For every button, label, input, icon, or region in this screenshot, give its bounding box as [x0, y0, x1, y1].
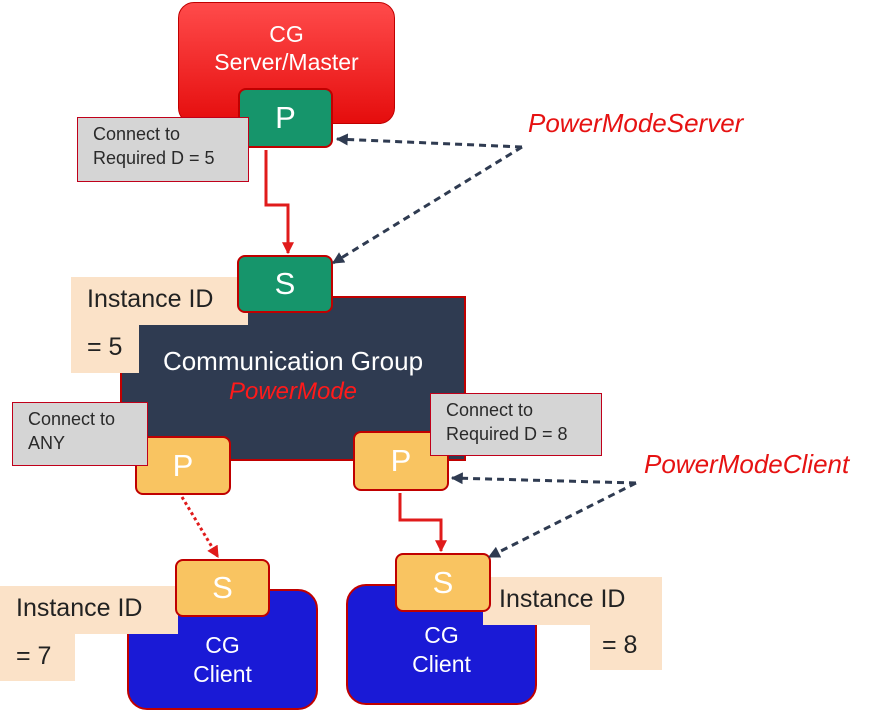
client-left-instance-id-value: = 7 — [0, 634, 75, 681]
client-left-line1: CG — [205, 631, 240, 658]
client-right-subscribe-port: S — [395, 553, 491, 612]
client-left-subscribe-port: S — [175, 559, 270, 617]
group-left-publish-port: P — [135, 436, 231, 495]
left-note-line2: ANY — [28, 433, 66, 453]
server-note-line1: Connect to — [93, 124, 181, 144]
pointer-client-label-to-port — [450, 472, 637, 485]
right-note-line2: Required D = 8 — [446, 424, 568, 444]
client-right-line2: Client — [412, 650, 471, 677]
client-right-instance-id-label: Instance ID — [483, 577, 662, 625]
pointer-server-label-to-group-port — [331, 145, 523, 265]
group-title: Communication Group — [162, 345, 424, 376]
left-connect-note: Connect to ANY — [12, 402, 148, 466]
powermode-client-label: PowerModeClient — [644, 449, 850, 479]
connector-left-to-client — [180, 496, 220, 559]
client-right-line1: CG — [424, 621, 459, 648]
right-note-line1: Connect to — [446, 400, 534, 420]
connector-server-to-group — [264, 150, 294, 255]
server-connect-note: Connect to Required D = 5 — [77, 117, 249, 182]
right-connect-note: Connect to Required D = 8 — [430, 393, 602, 456]
server-note-line2: Required D = 5 — [93, 148, 215, 168]
client-left-line2: Client — [193, 660, 252, 687]
group-instance-id-value: = 5 — [71, 325, 139, 373]
server-publish-port: P — [238, 88, 333, 148]
pointer-server-label-to-port — [335, 133, 523, 149]
client-left-instance-id-label: Instance ID — [0, 586, 178, 634]
group-subtitle: PowerMode — [228, 377, 358, 405]
pointer-client-label-to-client-port — [487, 481, 637, 559]
group-instance-id-label: Instance ID — [71, 277, 248, 325]
powermode-server-label: PowerModeServer — [528, 108, 744, 138]
group-subscribe-port: S — [237, 255, 333, 313]
left-note-line1: Connect to — [28, 409, 116, 429]
server-title-line2: Server/Master — [214, 49, 359, 75]
client-right-instance-id-value: = 8 — [590, 625, 662, 670]
connector-right-to-client — [398, 493, 447, 553]
server-title-line1: CG — [269, 21, 304, 47]
